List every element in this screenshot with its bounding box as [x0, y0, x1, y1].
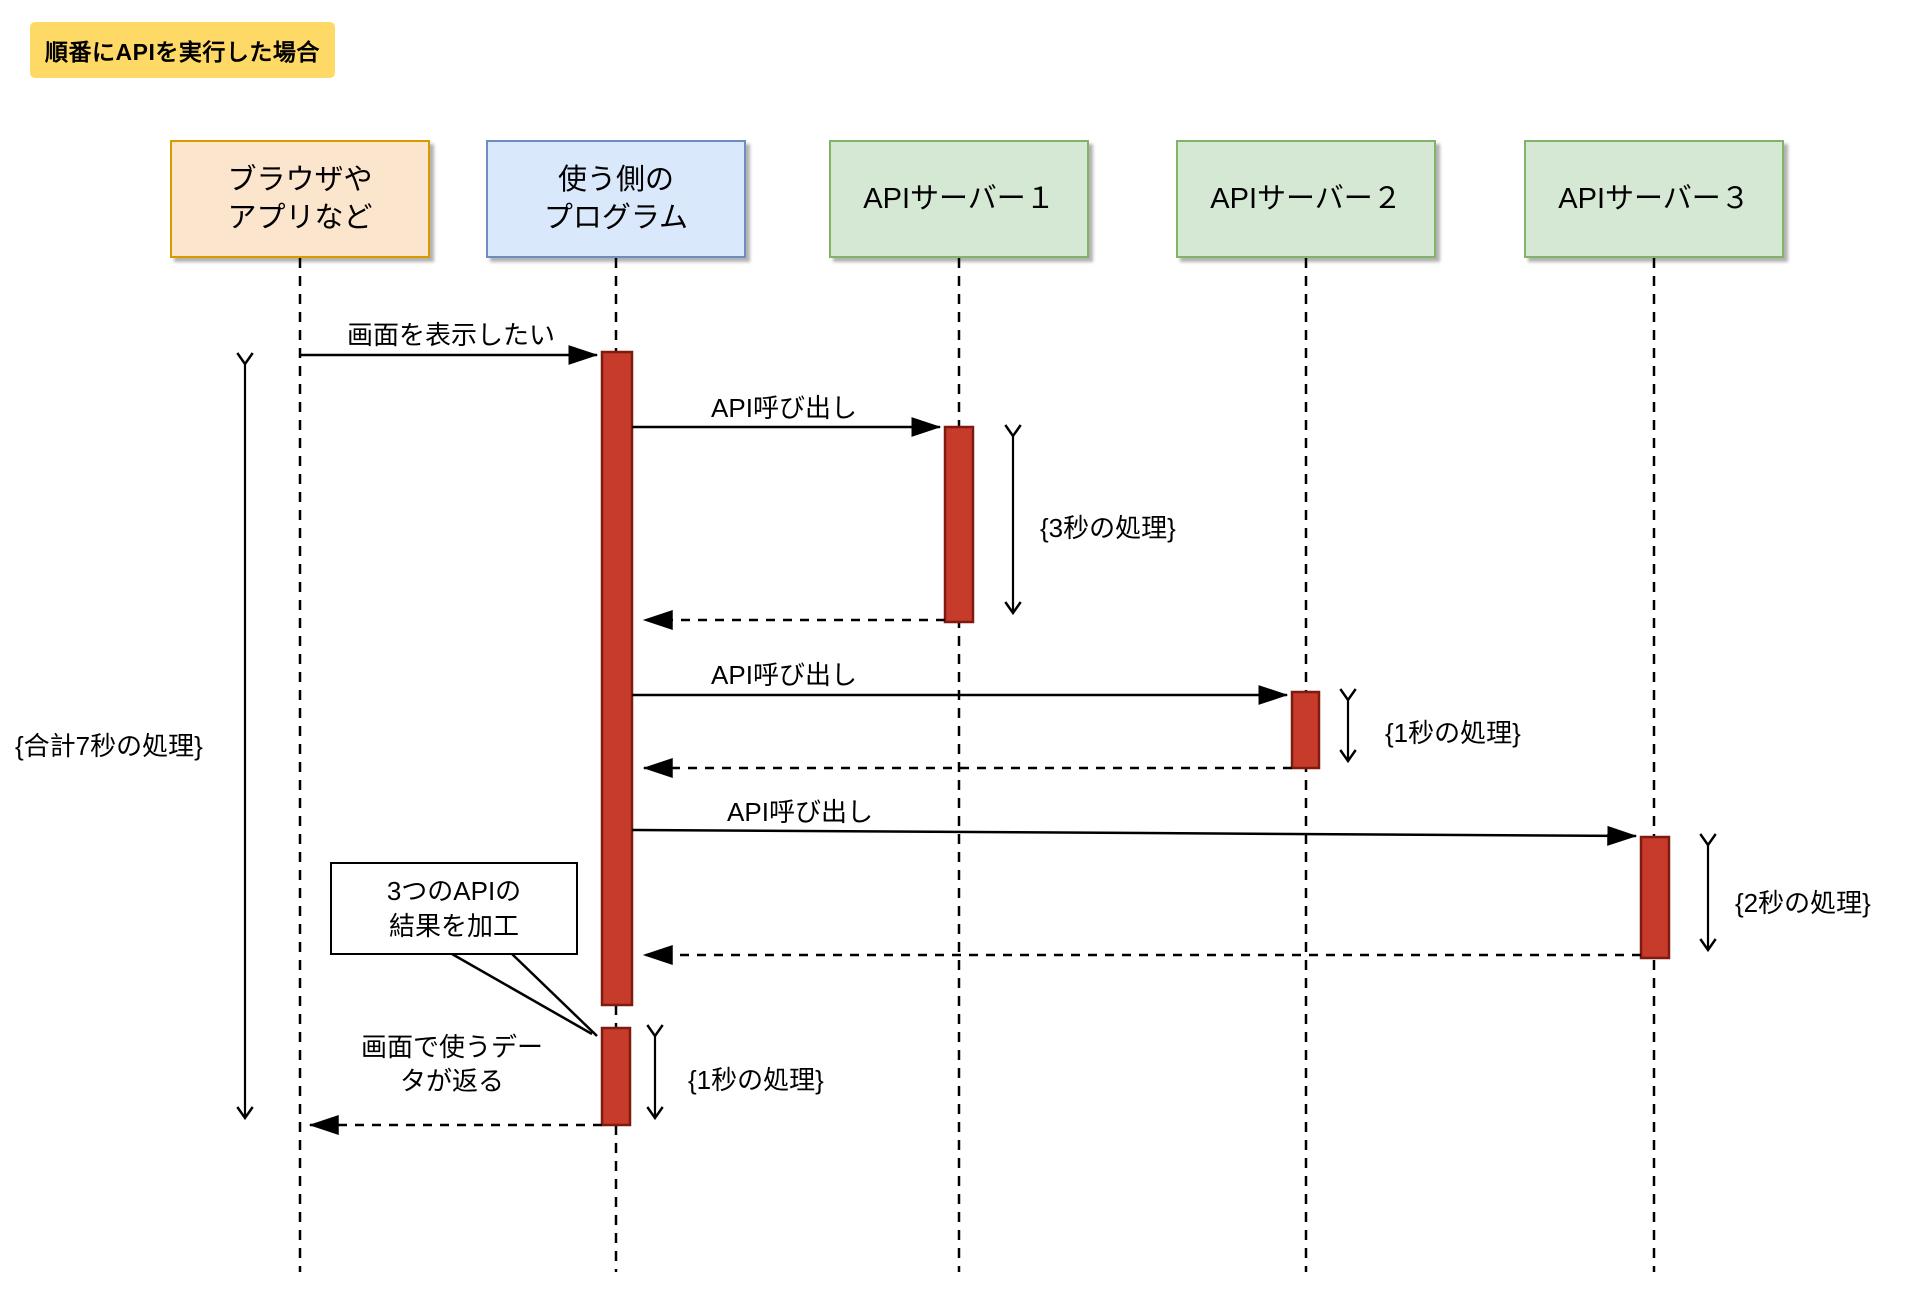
actor-label-server3: APIサーバー３: [1558, 183, 1750, 215]
activation-client-final: [600, 1026, 632, 1127]
message-label-show-screen: 画面を表示したい: [346, 320, 556, 350]
duration-label-server1: {3秒の処理}: [1040, 513, 1176, 543]
activation-server1: [943, 425, 975, 624]
actor-box-server1: APIサーバー１: [829, 140, 1089, 258]
activation-server3: [1639, 835, 1671, 960]
actor-label-browser: ブラウザや アプリなど: [227, 164, 373, 234]
message-label-api-call-1: API呼び出し: [711, 393, 857, 423]
callout-tail-line-left: [451, 952, 593, 1036]
actor-box-client: 使う側の プログラム: [486, 140, 746, 258]
activation-server2: [1290, 690, 1321, 770]
actor-box-browser: ブラウザや アプリなど: [170, 140, 430, 258]
return-note-label: 画面で使うデー タが返る: [360, 1032, 544, 1096]
message-arrow-api-call-3: [631, 825, 1638, 846]
callout-tail-line-right: [511, 953, 598, 1037]
message-label-api-call-3: API呼び出し: [727, 797, 873, 827]
callout-box: 3つのAPIの 結果を加工: [330, 862, 578, 955]
actor-label-server2: APIサーバー２: [1210, 183, 1402, 215]
callout-text: 3つのAPIの 結果を加工: [386, 875, 522, 941]
diagram-title: 順番にAPIを実行した場合: [30, 22, 335, 78]
message-label-api-call-2: API呼び出し: [711, 660, 857, 690]
actor-box-server2: APIサーバー２: [1176, 140, 1436, 258]
duration-label-server3: {2秒の処理}: [1735, 888, 1871, 918]
actor-box-server3: APIサーバー３: [1524, 140, 1784, 258]
duration-label-server2: {1秒の処理}: [1385, 718, 1521, 748]
actor-label-server1: APIサーバー１: [863, 183, 1055, 215]
total-duration-label: {合計7秒の処理}: [15, 731, 203, 761]
actor-label-client: 使う側の プログラム: [543, 164, 689, 234]
duration-label-client: {1秒の処理}: [688, 1065, 824, 1095]
activation-client-main: [600, 350, 634, 1007]
